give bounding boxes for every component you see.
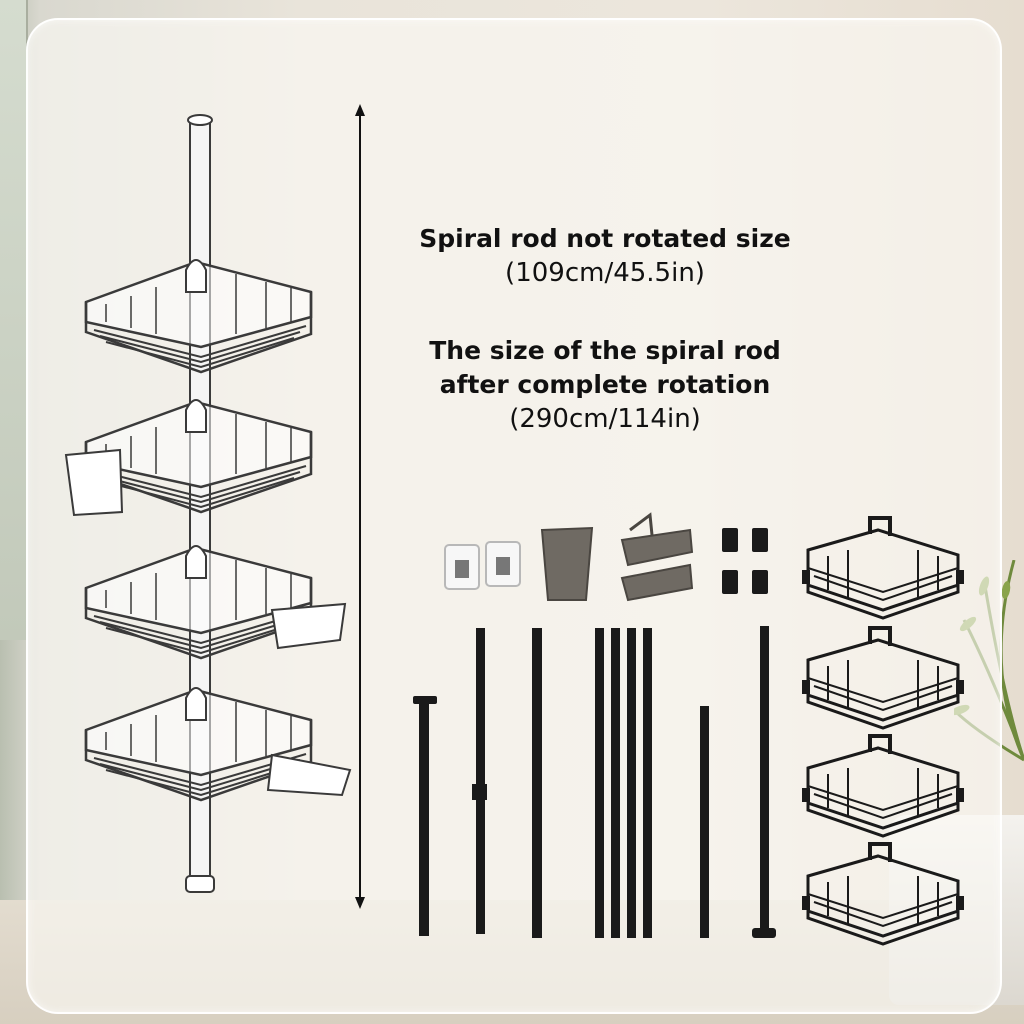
rod-icon (472, 784, 487, 800)
rod-icon (595, 628, 604, 938)
rotated-size-label: The size of the spiral rod after complet… (380, 334, 830, 436)
rod-icon (419, 704, 429, 936)
height-arrow (355, 104, 365, 909)
unrotated-size: (109cm/45.5in) (505, 258, 705, 288)
rod-icon (760, 626, 769, 932)
soap-dish-icon (620, 512, 694, 602)
rod-icon (611, 628, 620, 938)
storage-cup-icon (540, 526, 594, 601)
rod-icon (413, 696, 437, 704)
rod-icon (700, 706, 709, 938)
soap-dish-diagram-icon (270, 602, 347, 650)
rod-icon (643, 628, 652, 938)
content-panel (26, 18, 1002, 1014)
rod-icon (752, 928, 776, 938)
rod-icon (532, 628, 542, 938)
parts-row (444, 512, 768, 602)
cup-diagram-icon (64, 448, 124, 517)
rod-icon (476, 628, 485, 934)
shelf-diagram (64, 114, 352, 893)
rods (413, 626, 776, 938)
unrotated-size-label: Spiral rod not rotated size (109cm/45.5i… (380, 222, 830, 290)
clip-icon (722, 528, 768, 594)
soap-dish-diagram-icon (266, 753, 352, 797)
rotated-title-line1: The size of the spiral rod (429, 336, 781, 365)
corner-basket-icon (800, 626, 966, 730)
corner-basket-icon (800, 734, 966, 838)
adhesive-hook-icon (444, 544, 480, 590)
adhesive-hook-icon (485, 541, 521, 587)
corner-basket-icon (800, 842, 966, 946)
unrotated-title: Spiral rod not rotated size (419, 224, 791, 253)
rotated-size: (290cm/114in) (509, 404, 701, 434)
rod-icon (627, 628, 636, 938)
rotated-title-line2: after complete rotation (439, 370, 771, 399)
corner-basket-icon (800, 516, 966, 620)
